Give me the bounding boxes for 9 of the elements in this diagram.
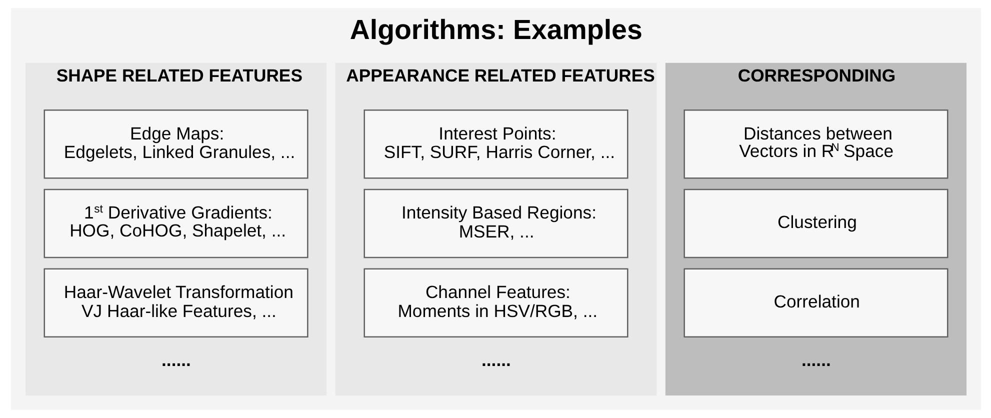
node-box: Correlation	[683, 268, 948, 338]
node-box: Clustering	[683, 188, 948, 258]
node-box: 1$^{st}$ Derivative Gradients: HOG, CoHOG, Shapelet, ...	[43, 188, 308, 258]
node-box: Channel Features: Moments in HSV/RGB, ...	[363, 268, 628, 338]
node-box: Interest Points: SIFT, SURF, Harris Corner, ...	[363, 109, 628, 179]
diagram-title: Algorithms: Examples	[349, 14, 642, 46]
node-box: Intensity Based Regions: MSER, ...	[363, 188, 628, 258]
node-box: Edge Maps: Edgelets, Linked Granules, ...	[43, 109, 308, 179]
node-box: Haar-Wavelet Transformation VJ Haar-like Features, ...	[43, 268, 308, 338]
